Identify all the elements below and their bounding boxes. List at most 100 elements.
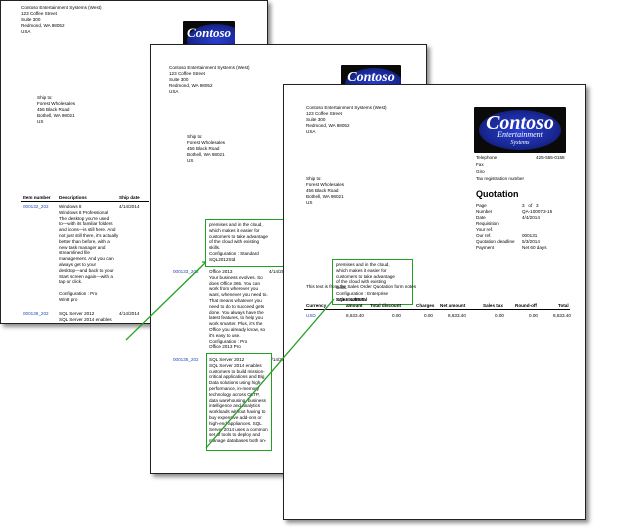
- description-line: premises and in the cloud,: [336, 262, 390, 267]
- totals-header-subtotal: amount: [346, 303, 363, 308]
- field-label: Date: [476, 215, 486, 220]
- ship-to-label: Ship to:: [306, 176, 322, 181]
- total-tax: 0.00: [495, 313, 504, 318]
- ship-to-name: Forest Wholesales: [306, 182, 345, 187]
- logo-word-entertainment: Entertainment: [497, 130, 543, 139]
- field-value: 5/3/2014: [522, 239, 540, 244]
- ship-to-country: US: [306, 200, 313, 205]
- logo-word-contoso: Contoso: [347, 70, 395, 85]
- description-line: premises and in the cloud,: [209, 222, 263, 227]
- item-number-link[interactable]: 000132_202: [23, 204, 49, 209]
- company-country: USA: [306, 129, 316, 134]
- ship-to-label: Ship to:: [187, 134, 203, 139]
- field-value: 3 of 3: [522, 203, 539, 208]
- logo-word-contoso: Contoso: [186, 25, 232, 40]
- totals-header-net: Net amount: [440, 303, 466, 308]
- description-line: to—with its familiar folders: [59, 221, 113, 227]
- company-city: Redmond, WA 98052: [169, 83, 213, 88]
- description-line: tap or click.: [59, 279, 83, 285]
- ship-to-label: Ship to:: [37, 95, 53, 100]
- description-line: which makes it easier for: [209, 227, 260, 233]
- description-line: Office 2013: [209, 269, 233, 274]
- ship-to-street: 456 Black Road: [187, 146, 220, 151]
- description-line: The desktop you're used: [59, 215, 110, 221]
- description-line: and icons—is still here. And: [59, 227, 116, 233]
- header-ship-date: Ship date: [119, 195, 140, 200]
- description-line: Windows 8 Professional: [59, 209, 109, 215]
- item-number-link[interactable]: 000135_202: [173, 357, 199, 362]
- contoso-logo: Contoso Entertainment Systems: [474, 107, 566, 153]
- contact-label: Tax registration number: [476, 176, 525, 181]
- description-line: SQL2012Std: [209, 256, 236, 262]
- description-line: customers to take advantage: [209, 233, 268, 239]
- total-roundoff: 0.00: [529, 313, 538, 318]
- description-line: SQL Server 2012: [59, 311, 95, 316]
- description-line: management. And you can: [59, 256, 114, 262]
- description-line: which makes it easier for: [336, 267, 387, 273]
- company-suite: Suite 300: [169, 77, 189, 82]
- field-value: 4/4/2014: [522, 215, 540, 220]
- description-line: not just still there, it's actually: [59, 233, 119, 238]
- field-label: Our ref.: [476, 233, 492, 238]
- description-line: SQL Server 2014 enables: [59, 316, 112, 322]
- contact-label: Giro: [476, 169, 485, 174]
- description-line: Configuration : Enterprise: [336, 291, 389, 296]
- description-line: desktop—and back to your: [59, 267, 114, 273]
- field-value: Net 60 days: [522, 245, 547, 250]
- ship-to-street: 456 Black Road: [306, 188, 339, 193]
- company-name: Contoso Entertainment Systems (West): [306, 105, 387, 110]
- description-line: better than before, with a: [59, 238, 110, 244]
- description-line: want, whenever you need to.: [209, 292, 268, 298]
- company-suite: Suite 300: [306, 117, 326, 122]
- continued-text-callout: premises and in the cloud,which makes it…: [332, 259, 413, 305]
- total-subtotal: 8,633.40: [346, 313, 364, 318]
- totals-header-charges: Charges: [416, 303, 435, 308]
- ship-date: 4/14/2014: [119, 204, 140, 209]
- description-line: Office 2013 Pro: [209, 344, 241, 350]
- ship-to-name: Forest Wholesales: [187, 140, 226, 145]
- company-city: Redmond, WA 98052: [21, 23, 65, 28]
- form-notes: This text is from the Sales Order Quotat…: [306, 284, 417, 289]
- logo-word-systems: Systems: [510, 140, 530, 146]
- company-suite: Suite 300: [21, 17, 41, 22]
- field-value: 000131: [522, 233, 538, 238]
- totals-header-discount: Total discount: [370, 303, 402, 308]
- item-number-link[interactable]: 000136_202: [23, 311, 49, 316]
- header-descriptions: Descriptions: [59, 195, 87, 200]
- field-label: Your ref.: [476, 227, 494, 232]
- ship-to-country: US: [37, 119, 44, 124]
- description-line: customers to take advantage: [336, 273, 395, 279]
- company-name: Contoso Entertainment Systems (West): [21, 5, 102, 10]
- description-line: Your business evolves. So: [209, 274, 263, 280]
- field-label: Number: [476, 209, 493, 214]
- item-number-link[interactable]: 000133_202: [173, 269, 199, 274]
- field-value: QA-100073-15: [522, 209, 553, 214]
- ship-to-name: Forest Wholesales: [37, 101, 76, 106]
- description-line: does Office 365. You can: [209, 280, 260, 286]
- field-label: Payment: [476, 245, 495, 250]
- ship-to-city: Bothell, WA 98021: [187, 152, 225, 157]
- ship-date: 4/14/2014: [269, 269, 290, 274]
- description-line: Start screen again—with a: [59, 273, 113, 279]
- ship-to-street: 456 Black Road: [37, 107, 70, 112]
- description-line: always get to your: [59, 262, 97, 267]
- company-city: Redmond, WA 98052: [306, 123, 350, 128]
- currency-link[interactable]: USD: [306, 313, 316, 318]
- description-line: Win8 pro: [59, 296, 78, 302]
- description-line: work from wherever you: [209, 286, 259, 292]
- totals-header-subtotal-top: Sales subtotal: [336, 297, 368, 302]
- description-line: skills.: [336, 285, 348, 291]
- field-label: Requisition: [476, 221, 499, 226]
- description-line: Configuration : Pro: [59, 291, 98, 296]
- total-discount: 0.00: [392, 313, 401, 318]
- total-net: 8,633.40: [448, 313, 466, 318]
- totals-header-tax: Sales tax: [483, 303, 503, 308]
- company-name: Contoso Entertainment Systems (West): [169, 65, 250, 70]
- company-country: USA: [169, 89, 179, 94]
- logo-word-contoso: Contoso: [486, 112, 554, 134]
- ship-to-city: Bothell, WA 98021: [306, 194, 344, 199]
- description-line: manage databases both on-: [209, 438, 267, 444]
- description-line: customers to build mission-: [59, 323, 115, 324]
- company-street: 123 Coffee Street: [306, 111, 342, 116]
